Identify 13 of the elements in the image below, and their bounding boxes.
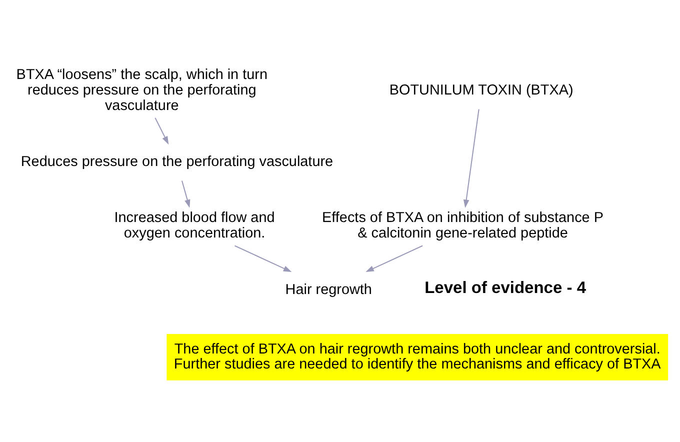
- arrow: [463, 108, 480, 208]
- node-text: BTXA “loosens” the scalp, which in turn reduces pressure on the perforating vasculature: [16, 66, 268, 114]
- node-text: Effects of BTXA on inhibition of substance P & calcitonin gene-related peptide: [322, 210, 604, 242]
- label: Level of evidence - 4: [424, 278, 586, 296]
- node-text: Reduces pressure on the perforating vasculature: [20, 153, 334, 170]
- arrow: [154, 117, 169, 144]
- node-text: BOTUNILUM TOXIN (BTXA): [389, 82, 574, 98]
- arrow: [181, 180, 190, 208]
- node-box: The effect of BTXA on hair regrowth remains both unclear and controversial. Further studies are needed to identify the mechanisms and efficacy of BTXA: [166, 333, 668, 380]
- arrow: [366, 244, 423, 272]
- arrow: [234, 244, 292, 272]
- node-text: Hair regrowth: [285, 281, 372, 298]
- node-text: Increased blood flow and oxygen concentration.: [114, 210, 275, 242]
